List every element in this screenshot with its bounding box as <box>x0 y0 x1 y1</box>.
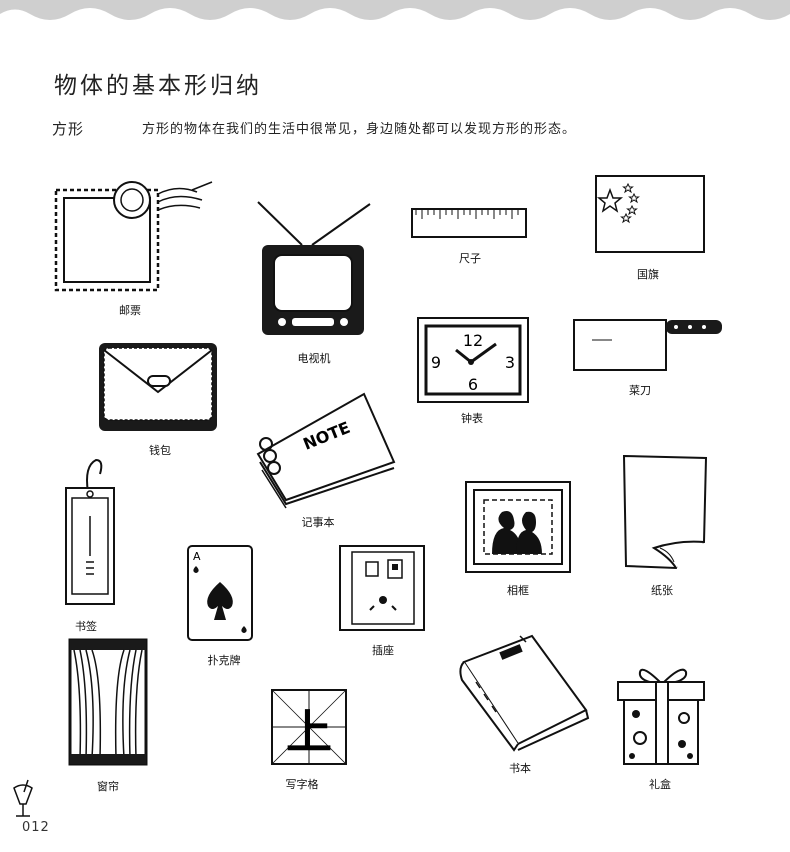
socket-illustration <box>338 544 428 634</box>
notebook-illustration: NOTE <box>246 392 396 509</box>
caption-grid-paper: 写字格 <box>285 778 319 791</box>
clock-numeral-6: 6 <box>468 375 478 394</box>
grid-paper-illustration: 上 <box>270 688 350 768</box>
caption-paper: 纸张 <box>651 584 673 597</box>
book-illustration <box>456 634 591 752</box>
clock-numeral-3: 3 <box>505 353 515 372</box>
caption-socket: 插座 <box>372 644 394 657</box>
cleaver-illustration <box>572 314 727 376</box>
caption-curtain: 窗帘 <box>97 780 119 793</box>
caption-flag: 国旗 <box>637 268 659 281</box>
caption-cleaver: 菜刀 <box>629 384 651 397</box>
caption-bookmark: 书签 <box>75 620 97 633</box>
cocktail-glass-icon <box>8 778 38 827</box>
photo-frame-illustration <box>464 480 572 575</box>
wallet-illustration <box>96 340 221 435</box>
caption-photo-frame: 相框 <box>507 584 529 597</box>
caption-tv: 电视机 <box>297 352 331 365</box>
curtain-illustration <box>68 638 150 768</box>
clock-numeral-12: 12 <box>463 331 483 350</box>
stamp-illustration <box>52 172 217 297</box>
gift-box-illustration <box>616 656 708 768</box>
page-number: 012 <box>22 820 50 835</box>
section-label: 方形 <box>52 120 85 138</box>
card-rank: A <box>193 550 201 563</box>
bookmark-illustration <box>64 456 119 608</box>
paper-illustration <box>620 454 712 574</box>
page-title: 物体的基本形归纳 <box>54 73 262 99</box>
clock-illustration: 12 9 3 6 <box>416 316 531 406</box>
tv-illustration <box>252 200 377 340</box>
clock-numeral-9: 9 <box>431 353 441 372</box>
caption-ruler: 尺子 <box>459 252 481 265</box>
ruler-illustration <box>410 206 530 241</box>
caption-notebook: 记事本 <box>301 516 335 529</box>
section-description: 方形的物体在我们的生活中很常见，身边随处都可以发现方形的形态。 <box>142 122 577 137</box>
caption-book: 书本 <box>509 762 531 775</box>
flag-illustration <box>594 174 709 256</box>
caption-gift-box: 礼盒 <box>649 778 671 791</box>
caption-clock: 钟表 <box>461 412 483 425</box>
caption-playing-card: 扑克牌 <box>207 654 241 667</box>
caption-wallet: 钱包 <box>149 444 171 457</box>
grid-character: 上 <box>286 705 332 759</box>
caption-stamp: 邮票 <box>119 304 141 317</box>
playing-card-illustration: A <box>186 544 256 644</box>
wavy-top-border <box>0 0 790 20</box>
